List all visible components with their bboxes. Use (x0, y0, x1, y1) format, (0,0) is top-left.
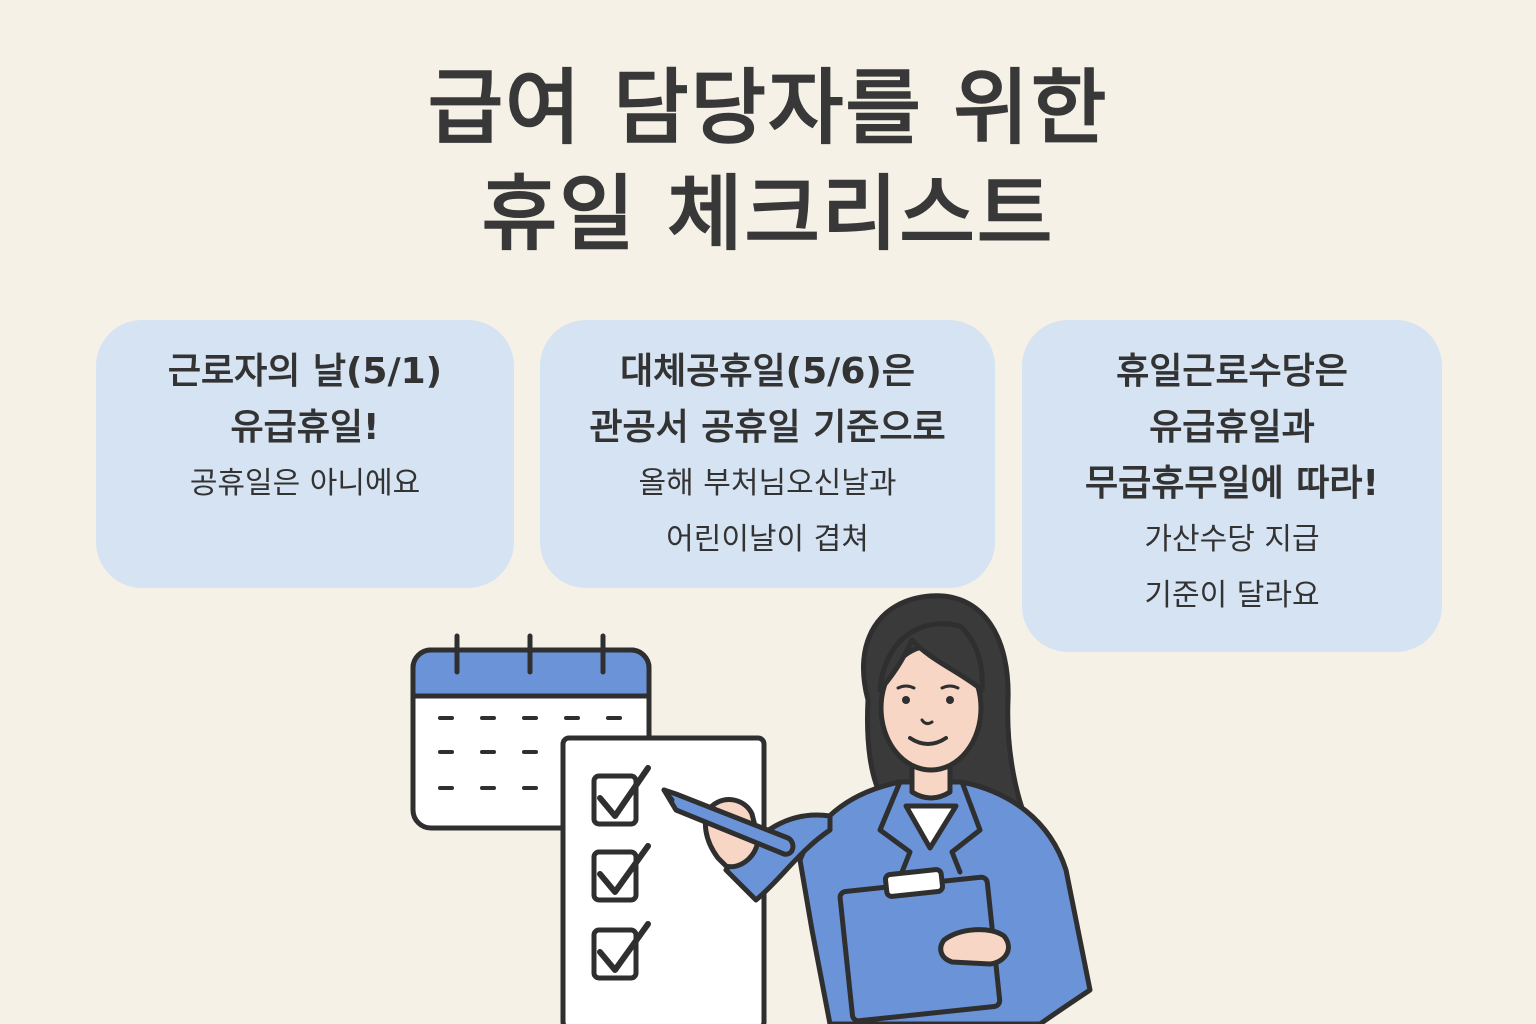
card-body-line: 어린이날이 겹쳐 (666, 522, 869, 557)
page-title-line-1: 급여 담당자를 위한 (427, 61, 1109, 156)
info-card-substitute-holiday: 대체공휴일(5/6)은 관공서 공휴일 기준으로 올해 부처님오신날과 어린이날… (540, 320, 995, 588)
card-heading-line: 대체공휴일(5/6)은 (620, 351, 915, 392)
card-body-line: 올해 부처님오신날과 (638, 466, 897, 501)
card-heading-line: 무급휴무일에 따라! (1085, 463, 1379, 504)
card-body-line: 가산수당 지급 (1144, 522, 1320, 557)
page-title-line-2: 휴일 체크리스트 (481, 167, 1055, 262)
info-card-holiday-pay: 휴일근로수당은 유급휴일과 무급휴무일에 따라! 가산수당 지급 기준이 달라요 (1022, 320, 1442, 652)
woman-figure (702, 593, 1093, 1024)
info-card-labor-day: 근로자의 날(5/1) 유급휴일! 공휴일은 아니에요 (96, 320, 514, 588)
card-heading-line: 근로자의 날(5/1) (167, 351, 443, 392)
card-heading-line: 유급휴일! (230, 407, 380, 448)
card-heading-line: 유급휴일과 (1149, 407, 1315, 448)
card-heading-line: 관공서 공휴일 기준으로 (589, 407, 946, 448)
card-body-line: 공휴일은 아니에요 (189, 466, 421, 501)
pen-icon (661, 787, 796, 857)
card-heading-line: 휴일근로수당은 (1116, 351, 1348, 392)
card-body-line: 기준이 달라요 (1144, 578, 1320, 613)
page-title: 급여 담당자를 위한 휴일 체크리스트 (0, 56, 1536, 268)
